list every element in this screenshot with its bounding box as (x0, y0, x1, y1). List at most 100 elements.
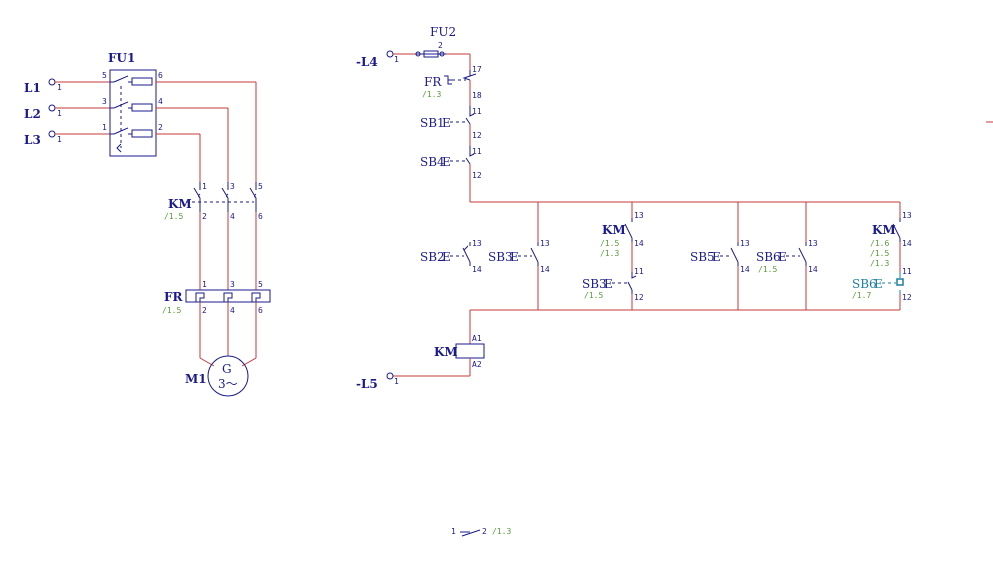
coil-pin: A1 (472, 334, 482, 343)
fr-pin: 4 (230, 306, 235, 315)
sb6-nc-e-mark: E (874, 277, 883, 291)
terminal-l1 (48, 78, 56, 86)
sb2-e-mark: E (442, 250, 451, 264)
km-aux-a-pin: 13 (634, 211, 644, 220)
sb4-label: SB4 (420, 155, 445, 169)
terminal-l5 (386, 372, 394, 380)
sb6-pin: 13 (808, 239, 818, 248)
motor-m1: G 3～ M1 (185, 355, 249, 397)
km-coil-label: KM (434, 345, 458, 359)
fr-control-pin: 18 (472, 91, 482, 100)
fu1-pin: 5 (102, 71, 107, 80)
sb5-e-mark: E (712, 250, 721, 264)
sb1-label: SB1 (420, 116, 445, 130)
pin-l2: 1 (57, 109, 62, 118)
motor-circle (207, 355, 249, 397)
sb2-label: SB2 (420, 250, 445, 264)
sb6-nc-pin: 12 (902, 293, 912, 302)
fr-power-ref: /1.5 (162, 306, 181, 315)
motor-phase-label: 3～ (218, 377, 238, 391)
sb6-label: SB6 (756, 250, 781, 264)
fu2-pin: 2 (438, 41, 443, 50)
fu1-pin: 2 (158, 123, 163, 132)
fu1-box (109, 69, 157, 157)
sb2-pin: 13 (472, 239, 482, 248)
km-aux-a-ref: /1.3 (600, 249, 619, 258)
fu1-pin: 4 (158, 97, 163, 106)
sb4-pin: 12 (472, 171, 482, 180)
fr-pin: 3 (230, 280, 235, 289)
label-l4: -L4 (356, 55, 378, 69)
sb6-nc-label: SB6 (852, 277, 877, 291)
motor-label: M1 (185, 372, 207, 386)
fr-pin: 6 (258, 306, 263, 315)
fu1-pin: 1 (102, 123, 107, 132)
label-l5: -L5 (356, 377, 378, 391)
sb2-pin: 14 (472, 265, 482, 274)
legend-ref: /1.3 (492, 527, 511, 536)
fuse-element-1 (131, 77, 153, 86)
terminal-l4 (386, 50, 394, 58)
km-aux-b-pin: 13 (902, 211, 912, 220)
km-pin: 2 (202, 212, 207, 221)
motor-g-label: G (222, 362, 232, 376)
sb6-nc-pin: 11 (902, 267, 912, 276)
km-pin: 1 (202, 182, 207, 191)
fr-control-label: FR (424, 75, 442, 89)
sb6-nc-ref: /1.7 (852, 291, 871, 300)
pin-l5: 1 (394, 377, 399, 386)
sb1-e-mark: E (442, 116, 451, 130)
fr-pin: 5 (258, 280, 263, 289)
sb1-pin: 11 (472, 107, 482, 116)
km-power-label: KM (168, 197, 192, 211)
km-pin: 5 (258, 182, 263, 191)
fr-pin: 1 (202, 280, 207, 289)
fu1-label: FU1 (108, 51, 135, 65)
fr-pin: 2 (202, 306, 207, 315)
sb4-e-mark: E (442, 155, 451, 169)
km-aux-a-ref: /1.5 (600, 239, 619, 248)
legend-pin-b: 2 (482, 527, 487, 536)
sb3-nc-pin: 11 (634, 267, 644, 276)
km-aux-a-pin: 14 (634, 239, 644, 248)
sb1-pin: 12 (472, 131, 482, 140)
fr-control-pin: 17 (472, 65, 482, 74)
legend-pin-a: 1 (451, 527, 456, 536)
coil-pin: A2 (472, 360, 482, 369)
sb6-ref: /1.5 (758, 265, 777, 274)
km-aux-b-ref: /1.5 (870, 249, 889, 258)
km-pin: 3 (230, 182, 235, 191)
sb3-label: SB3 (488, 250, 513, 264)
km-aux-a-label: KM (602, 223, 626, 237)
sb3-nc-e-mark: E (604, 277, 613, 291)
km-power-ref: /1.5 (164, 212, 183, 221)
sb6-e-mark: E (778, 250, 787, 264)
km-aux-b-label: KM (872, 223, 896, 237)
label-l3: L3 (24, 133, 41, 147)
selection-handle[interactable] (896, 278, 904, 286)
label-l1: L1 (24, 81, 41, 95)
fu2-label: FU2 (430, 25, 456, 39)
fu1-pin: 3 (102, 97, 107, 106)
sb3-nc-label: SB3 (582, 277, 607, 291)
terminal-l3 (48, 130, 56, 138)
sb3-nc-ref: /1.5 (584, 291, 603, 300)
fr-thermal-relay: FR /1.5 1 3 5 2 4 6 (162, 280, 271, 315)
pin-l1: 1 (57, 83, 62, 92)
km-aux-b-ref: /1.3 (870, 259, 889, 268)
sb3-e-mark: E (510, 250, 519, 264)
km-aux-b-pin: 14 (902, 239, 912, 248)
pin-l3: 1 (57, 135, 62, 144)
sb5-pin: 13 (740, 239, 750, 248)
km-aux-b-ref: /1.6 (870, 239, 889, 248)
fuse-element-2 (131, 103, 153, 112)
km-pin: 4 (230, 212, 235, 221)
power-circuit: L1 L2 L3 1 1 1 FU1 5 3 1 6 4 2 (24, 51, 271, 397)
sb5-label: SB5 (690, 250, 715, 264)
km-coil (455, 343, 485, 359)
terminal-l2 (48, 104, 56, 112)
control-circuit: -L4 1 FU2 2 FR /1.3 17 18 SB1 E 11 12 SB… (356, 25, 912, 391)
fr-control-ref: /1.3 (422, 90, 441, 99)
sb3-pin: 14 (540, 265, 550, 274)
